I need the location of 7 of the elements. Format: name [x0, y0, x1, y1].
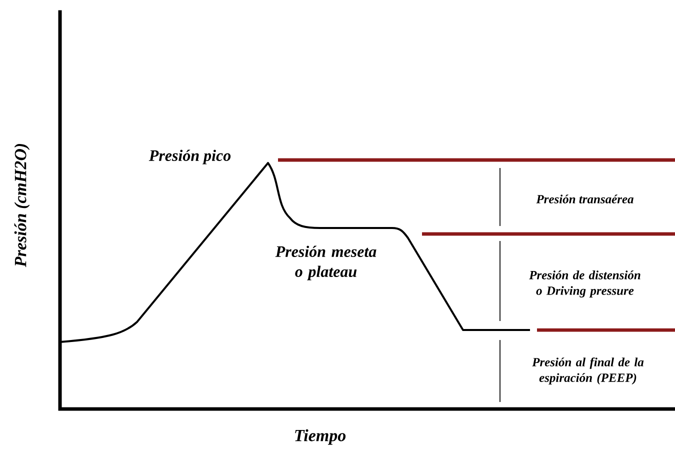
axis-label: Presión (cmH2O) — [14, 144, 30, 268]
peak-label: Presión pico — [148, 150, 231, 164]
level-label: Presión transaérea — [536, 194, 634, 204]
level-label: Presión al final de la espiración (PEEP) — [532, 357, 644, 385]
axis-label: Tiempo — [295, 429, 346, 445]
level-label: Presión de distensión o Driving pressure — [529, 270, 640, 298]
plateau-label: Presión meseta o plateau — [275, 246, 376, 280]
